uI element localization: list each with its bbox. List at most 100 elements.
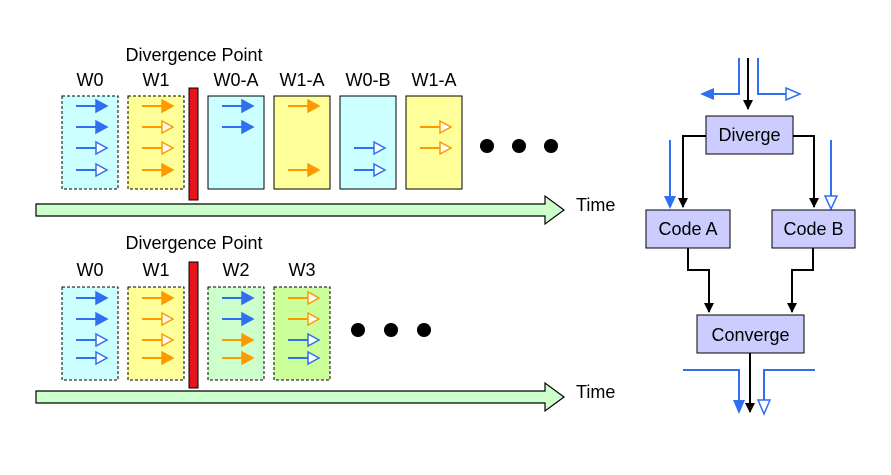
warp-label: W0	[77, 260, 104, 280]
warp-label: W1-A	[412, 70, 457, 90]
warp-box	[405, 95, 463, 190]
warp-box-rect	[127, 95, 185, 190]
top-ellipsis	[480, 139, 558, 153]
top-time-label: Time	[576, 195, 615, 215]
bottom-ellipsis-dot	[351, 323, 365, 337]
bottom-warp-boxes	[61, 286, 331, 381]
top-ellipsis-dot	[512, 139, 526, 153]
bottom-ellipsis	[351, 323, 431, 337]
warp-box-rect	[273, 286, 331, 381]
bottom-divergence-bar	[188, 261, 199, 389]
bottom-time-label: Time	[576, 382, 615, 402]
orange-hollow-arrow-head	[161, 311, 175, 327]
code-b-label: Code B	[783, 219, 843, 239]
flow-out-blue-right-head	[756, 399, 772, 416]
blue-hollow-arrow-head	[307, 332, 321, 348]
bottom-panel: Divergence Point W0 W1 W2 W3 Time	[35, 233, 615, 413]
warp-label: W0-A	[214, 70, 259, 90]
top-time-arrow	[35, 194, 566, 226]
diverge-label: Diverge	[718, 125, 780, 145]
orange-solid-arrow-head	[161, 98, 175, 114]
warp-box-rect	[405, 95, 463, 190]
orange-solid-arrow-head	[307, 98, 321, 114]
warp-box	[127, 286, 185, 381]
flow-in-blue-right-line	[757, 58, 786, 95]
diverge-node	[705, 115, 794, 155]
blue-solid-arrow-head	[95, 98, 109, 114]
warp-box	[273, 95, 331, 190]
warp-label: W1	[143, 260, 170, 280]
warp-box-rect	[339, 95, 397, 190]
flow-in-blue-left-head	[700, 88, 714, 100]
bottom-time-arrow	[35, 381, 566, 413]
top-divergence-bar	[188, 87, 199, 201]
orange-hollow-arrow-head	[161, 332, 175, 348]
warp-box-rect	[273, 95, 331, 190]
warp-label: W1	[143, 70, 170, 90]
warp-box-rect	[61, 286, 119, 381]
code-b-blue-head	[823, 195, 839, 211]
bottom-ellipsis-dot	[384, 323, 398, 337]
orange-hollow-arrow-head	[439, 140, 453, 156]
warp-box	[127, 95, 185, 190]
converge-label: Converge	[711, 325, 789, 345]
blue-solid-arrow-head	[241, 98, 255, 114]
bottom-divergence-title: Divergence Point	[125, 233, 262, 253]
orange-solid-arrow-head	[161, 350, 175, 366]
flow-out-blue-left-line	[683, 369, 740, 402]
orange-solid-arrow-head	[307, 162, 321, 178]
warp-box	[207, 286, 265, 381]
warp-label: W1-A	[280, 70, 325, 90]
diverge-to-code-a	[678, 135, 706, 208]
flow-in-blue-left-line	[714, 58, 740, 95]
warp-box	[339, 95, 397, 190]
blue-solid-arrow-head	[95, 311, 109, 327]
warp-box	[61, 286, 119, 381]
flow-in-blue-right-head	[785, 86, 802, 102]
orange-hollow-arrow-head	[161, 140, 175, 156]
warp-label: W2	[223, 260, 250, 280]
code-a-to-converge	[687, 248, 714, 313]
diverge-to-code-b	[793, 135, 819, 208]
orange-solid-arrow-head	[161, 162, 175, 178]
warp-box-rect	[127, 286, 185, 381]
orange-solid-arrow-head	[241, 350, 255, 366]
blue-solid-arrow-head	[241, 311, 255, 327]
warp-box	[273, 286, 331, 381]
warp-box	[207, 95, 265, 190]
converge-node	[696, 314, 805, 354]
top-warp-boxes	[61, 95, 463, 190]
warp-box-rect	[207, 286, 265, 381]
blue-hollow-arrow-head	[95, 350, 109, 366]
blue-hollow-arrow-head	[95, 140, 109, 156]
orange-hollow-arrow-head	[307, 311, 321, 327]
code-b-to-converge	[787, 248, 814, 313]
warp-box	[61, 95, 119, 190]
orange-hollow-arrow-head	[307, 290, 321, 306]
orange-solid-arrow-head	[161, 290, 175, 306]
blue-solid-arrow-head	[241, 119, 255, 135]
orange-hollow-arrow-head	[161, 119, 175, 135]
bottom-warp-labels: W0 W1 W2 W3	[77, 260, 316, 280]
code-a-blue-head	[664, 196, 676, 209]
blue-hollow-arrow-head	[95, 332, 109, 348]
blue-hollow-arrow-head	[95, 162, 109, 178]
orange-solid-arrow-head	[241, 332, 255, 348]
blue-solid-arrow-head	[95, 290, 109, 306]
blue-solid-arrow-head	[95, 119, 109, 135]
code-b-node	[771, 209, 856, 249]
flow-diagram: Diverge Code A Code B Converge	[645, 58, 856, 416]
top-panel: Divergence Point W0 W1 W0-A W1-A W0-B W1-A Ti…	[35, 45, 615, 226]
orange-hollow-arrow-head	[439, 119, 453, 135]
code-a-label: Code A	[658, 219, 717, 239]
warp-label: W3	[289, 260, 316, 280]
top-divergence-title: Divergence Point	[125, 45, 262, 65]
top-warp-labels: W0 W1 W0-A W1-A W0-B W1-A	[77, 70, 457, 90]
bottom-ellipsis-dot	[417, 323, 431, 337]
warp-label: W0	[77, 70, 104, 90]
blue-hollow-arrow-head	[307, 350, 321, 366]
warp-label: W0-B	[346, 70, 391, 90]
top-ellipsis-dot	[480, 139, 494, 153]
